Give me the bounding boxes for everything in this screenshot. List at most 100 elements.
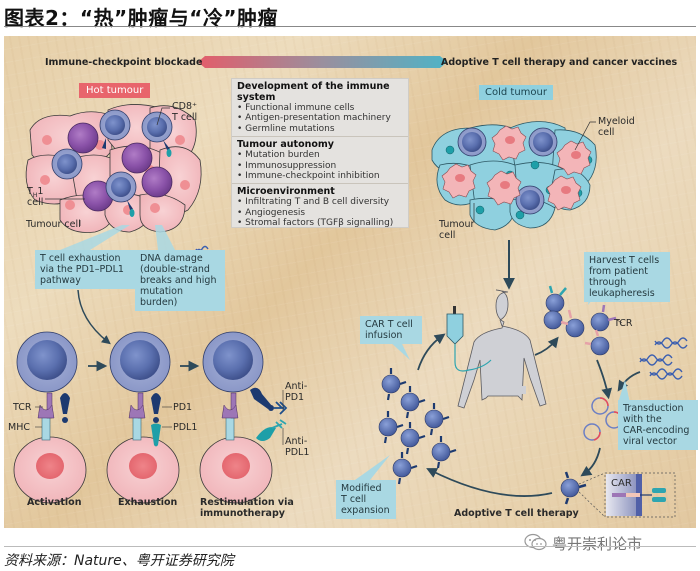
stage-label-restimulation-line2: immunotherapy	[200, 508, 285, 519]
callout-line: through	[589, 277, 627, 288]
t-cells-cold	[457, 127, 558, 215]
transduction-callout: Transduction with the CAR-encoding viral…	[618, 400, 698, 450]
th1-cells	[67, 122, 173, 212]
arrow-to-infusion	[417, 333, 446, 371]
callout-line: DNA damage	[140, 253, 203, 264]
arrow-dna-in	[617, 371, 641, 392]
cd8-t-cells	[51, 109, 173, 217]
myeloid-nuclei	[455, 136, 581, 194]
anti-pdl1-antibody	[271, 419, 287, 429]
factor-item: • Functional immune cells	[237, 103, 355, 113]
callout-line: CAR T cell	[365, 319, 413, 330]
callout-line: via the PD1–PDL1	[40, 264, 124, 275]
exhaustion-flow-arrow	[77, 289, 111, 345]
stage-activation	[13, 331, 87, 504]
car-inset	[578, 472, 676, 518]
patient-legs	[492, 386, 526, 394]
patient-silhouette	[457, 289, 547, 409]
act-cycle	[195, 245, 688, 518]
harvested-t-cells	[543, 285, 623, 356]
act-tcr-label: TCR	[614, 318, 633, 329]
iv-bag	[446, 306, 492, 372]
dna-damage-pointer	[155, 225, 175, 250]
anti-pdl1-label-line1: Anti-	[285, 436, 308, 447]
arrow-to-car-cell	[580, 447, 601, 477]
wechat-icon	[524, 533, 548, 556]
infusion-pointer	[388, 340, 410, 360]
callout-line: leukapheresis	[589, 288, 655, 299]
source-note: 资料来源：Nature、粤开证券研究院	[4, 553, 234, 569]
dna-damage-callout: DNA damage (double-strand breaks and hig…	[135, 250, 225, 311]
exhaustion-pointer	[60, 225, 130, 250]
callout-line: T cell exhaustion	[40, 253, 121, 264]
arrow-to-transduction	[596, 359, 613, 400]
anti-pdl1-label-line2: PDL1	[285, 447, 310, 458]
expansion-callout: Modified T cell expansion	[336, 480, 396, 519]
factor-item: • Mutation burden	[237, 150, 320, 161]
anti-pd1-antibody	[274, 401, 288, 415]
callout-line: viral vector	[623, 436, 677, 447]
factor-item: • Antigen-presentation machinery	[237, 113, 391, 124]
callout-line: (double-strand	[140, 264, 210, 275]
pdl1-label: PDL1	[173, 422, 198, 433]
factor-heading: Microenvironment	[237, 186, 335, 198]
viral-vectors	[583, 397, 623, 441]
anti-pd1-label-line2: PD1	[285, 392, 305, 403]
callout-line: with the	[623, 414, 662, 425]
act-cycle-title: Adoptive T cell therapy	[454, 508, 579, 519]
title-divider	[4, 26, 696, 27]
stage-label-restimulation-line1: Restimulation via	[200, 497, 294, 508]
spectrum-right-label: Adoptive T cell therapy and cancer vacci…	[441, 57, 678, 68]
cd8-label-line1: CD8⁺	[172, 101, 198, 112]
factor-heading: Tumour autonomy	[237, 139, 335, 151]
transduction-pointer	[618, 380, 630, 403]
stage-exhaustion	[106, 331, 180, 504]
factor-heading: Development of the immune system	[237, 81, 390, 103]
callout-line: Transduction	[623, 403, 684, 414]
cold-tumour-tag: Cold tumour	[479, 85, 553, 100]
anti-pd1-label-line1: Anti-	[285, 381, 308, 392]
factor-section-immune-system: Development of the immune system • Funct…	[232, 79, 408, 138]
factor-item: • Angiogenesis	[237, 207, 306, 218]
spectrum-arrow	[198, 56, 447, 68]
tcr-label: TCR	[13, 402, 32, 413]
exhaustion-callout: T cell exhaustion via the PD1–PDL1 pathw…	[35, 250, 141, 289]
arrow-to-harvest	[534, 336, 559, 356]
cold-tumour-cluster	[431, 121, 597, 290]
th1-label-line2: cell	[27, 197, 44, 208]
cold-tumour-cell-label-line2: cell	[439, 230, 456, 241]
factor-item: • Immune-checkpoint inhibition	[237, 171, 380, 182]
footer-divider	[4, 546, 696, 547]
myeloid-label-line1: Myeloid	[598, 116, 635, 127]
spectrum-left-label: Immune-checkpoint blockade	[45, 57, 203, 68]
cold-tumour-cell-label-line1: Tumour	[439, 219, 475, 230]
callout-line: from patient	[589, 266, 648, 277]
expanded-t-cells	[378, 368, 457, 485]
factor-section-microenvironment: Microenvironment • Infiltrating T and B …	[232, 184, 408, 230]
callout-line: T cell	[341, 494, 367, 505]
stage-restimulation	[199, 331, 288, 504]
stage-label-activation: Activation	[27, 497, 82, 508]
factor-section-tumour-autonomy: Tumour autonomy • Mutation burden • Immu…	[232, 137, 408, 185]
watermark-text: 粤开崇利论市	[552, 535, 643, 553]
stage-label-exhaustion: Exhaustion	[118, 497, 178, 508]
th1-label: TH1	[27, 186, 44, 199]
cd8-label-line2: T cell	[172, 112, 198, 123]
callout-line: expansion	[341, 505, 390, 516]
mhc-label: MHC	[8, 422, 30, 433]
expansion-pointer	[355, 455, 390, 480]
hot-tumour-tag: Hot tumour	[79, 83, 151, 98]
factors-box: Development of the immune system • Funct…	[231, 78, 409, 228]
myeloid-leader	[574, 121, 596, 151]
car-t-cell	[560, 471, 587, 505]
callout-line: mutation burden)	[140, 286, 184, 308]
callout-line: pathway	[40, 275, 81, 286]
pd1-label: PD1	[173, 402, 193, 413]
cd8-leader	[156, 107, 170, 126]
callout-line: Modified	[341, 483, 382, 494]
callout-line: infusion	[365, 330, 403, 341]
factor-item: • Immunosuppression	[237, 160, 337, 171]
callout-line: CAR-encoding	[623, 425, 690, 436]
hot-tumour-cluster	[25, 104, 202, 250]
